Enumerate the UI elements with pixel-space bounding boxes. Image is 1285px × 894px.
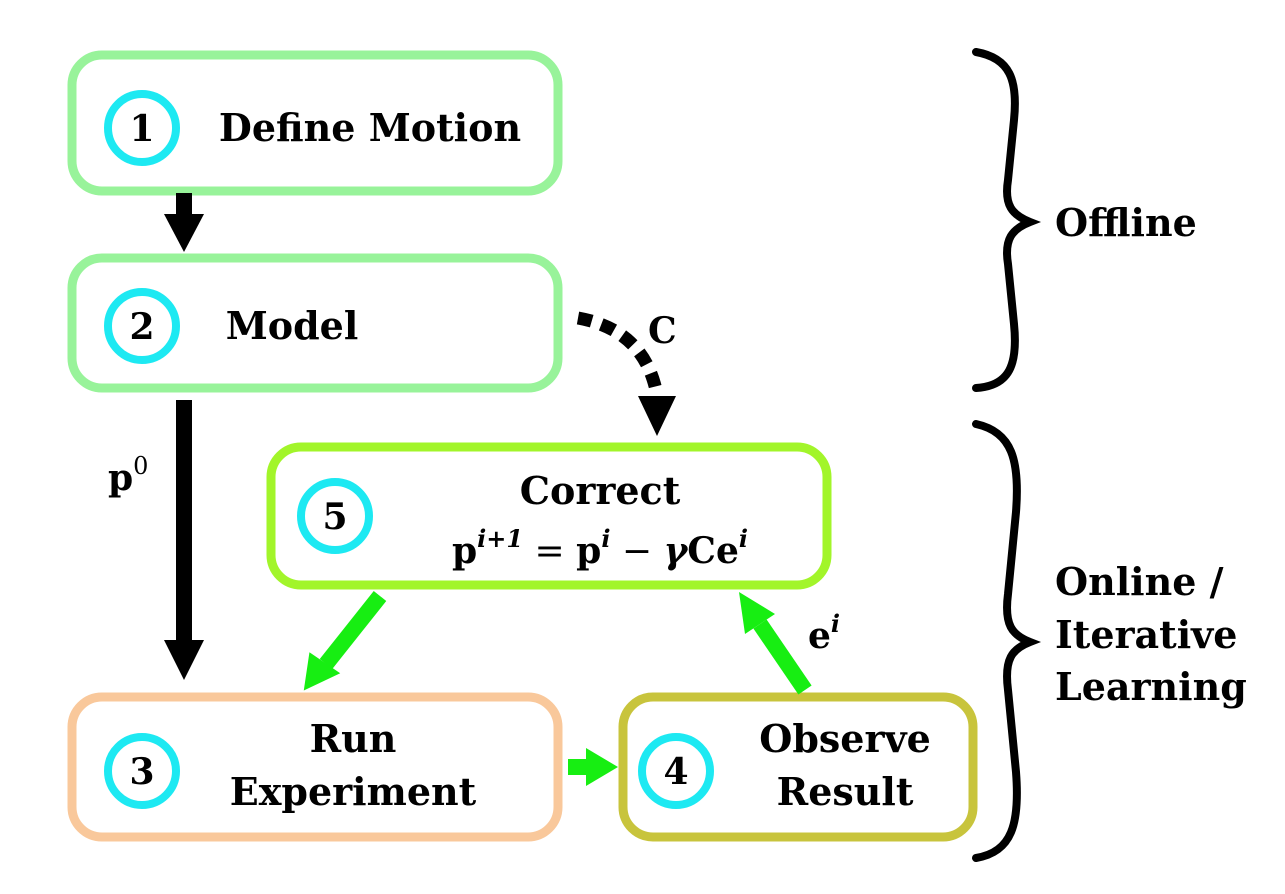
arrow-observe-to-correct xyxy=(739,592,812,695)
arrow-correct-to-run xyxy=(303,591,387,691)
arrow-model-to-correct-dashed xyxy=(576,311,676,436)
edge-label-p0: p0 xyxy=(108,452,148,499)
svg-text:2: 2 xyxy=(129,306,154,348)
step-3-title-line1: Run xyxy=(310,716,397,761)
svg-text:1: 1 xyxy=(129,108,154,150)
step-1-title: Define Motion xyxy=(219,105,521,150)
offline-brace xyxy=(972,48,1042,392)
phase-online-line1: Online / xyxy=(1055,559,1224,604)
arrow-run-to-observe xyxy=(568,748,618,786)
step-4-title-line2: Result xyxy=(777,769,914,814)
phase-offline-label: Offline xyxy=(1055,200,1197,245)
edge-label-ei: ei xyxy=(808,609,840,657)
step-5-equation: pi+1 = pi − γCei xyxy=(452,524,748,572)
step-box-1 xyxy=(67,50,563,196)
step-box-2 xyxy=(67,253,563,393)
phase-online-line3: Learning xyxy=(1055,664,1247,709)
step-5-title: Correct xyxy=(520,468,681,513)
phase-online-line2: Iterative xyxy=(1055,612,1237,657)
arrow-define-to-model xyxy=(164,193,204,252)
step-number-2: 2 xyxy=(104,288,180,364)
step-number-4: 4 xyxy=(638,733,714,809)
step-2-title: Model xyxy=(226,303,359,348)
step-box-3 xyxy=(67,692,563,842)
step-4-title-line1: Observe xyxy=(759,716,931,761)
step-number-3: 3 xyxy=(104,733,180,809)
svg-text:5: 5 xyxy=(322,496,347,538)
svg-text:4: 4 xyxy=(663,751,688,793)
arrow-model-to-run xyxy=(164,400,204,680)
edge-label-c: C xyxy=(648,310,677,352)
step-box-5 xyxy=(266,442,832,590)
step-number-5: 5 xyxy=(297,478,373,554)
step-3-title-line2: Experiment xyxy=(230,769,477,814)
step-number-1: 1 xyxy=(104,90,180,166)
svg-text:3: 3 xyxy=(129,751,154,793)
online-brace xyxy=(972,420,1042,862)
step-box-4 xyxy=(618,692,978,842)
